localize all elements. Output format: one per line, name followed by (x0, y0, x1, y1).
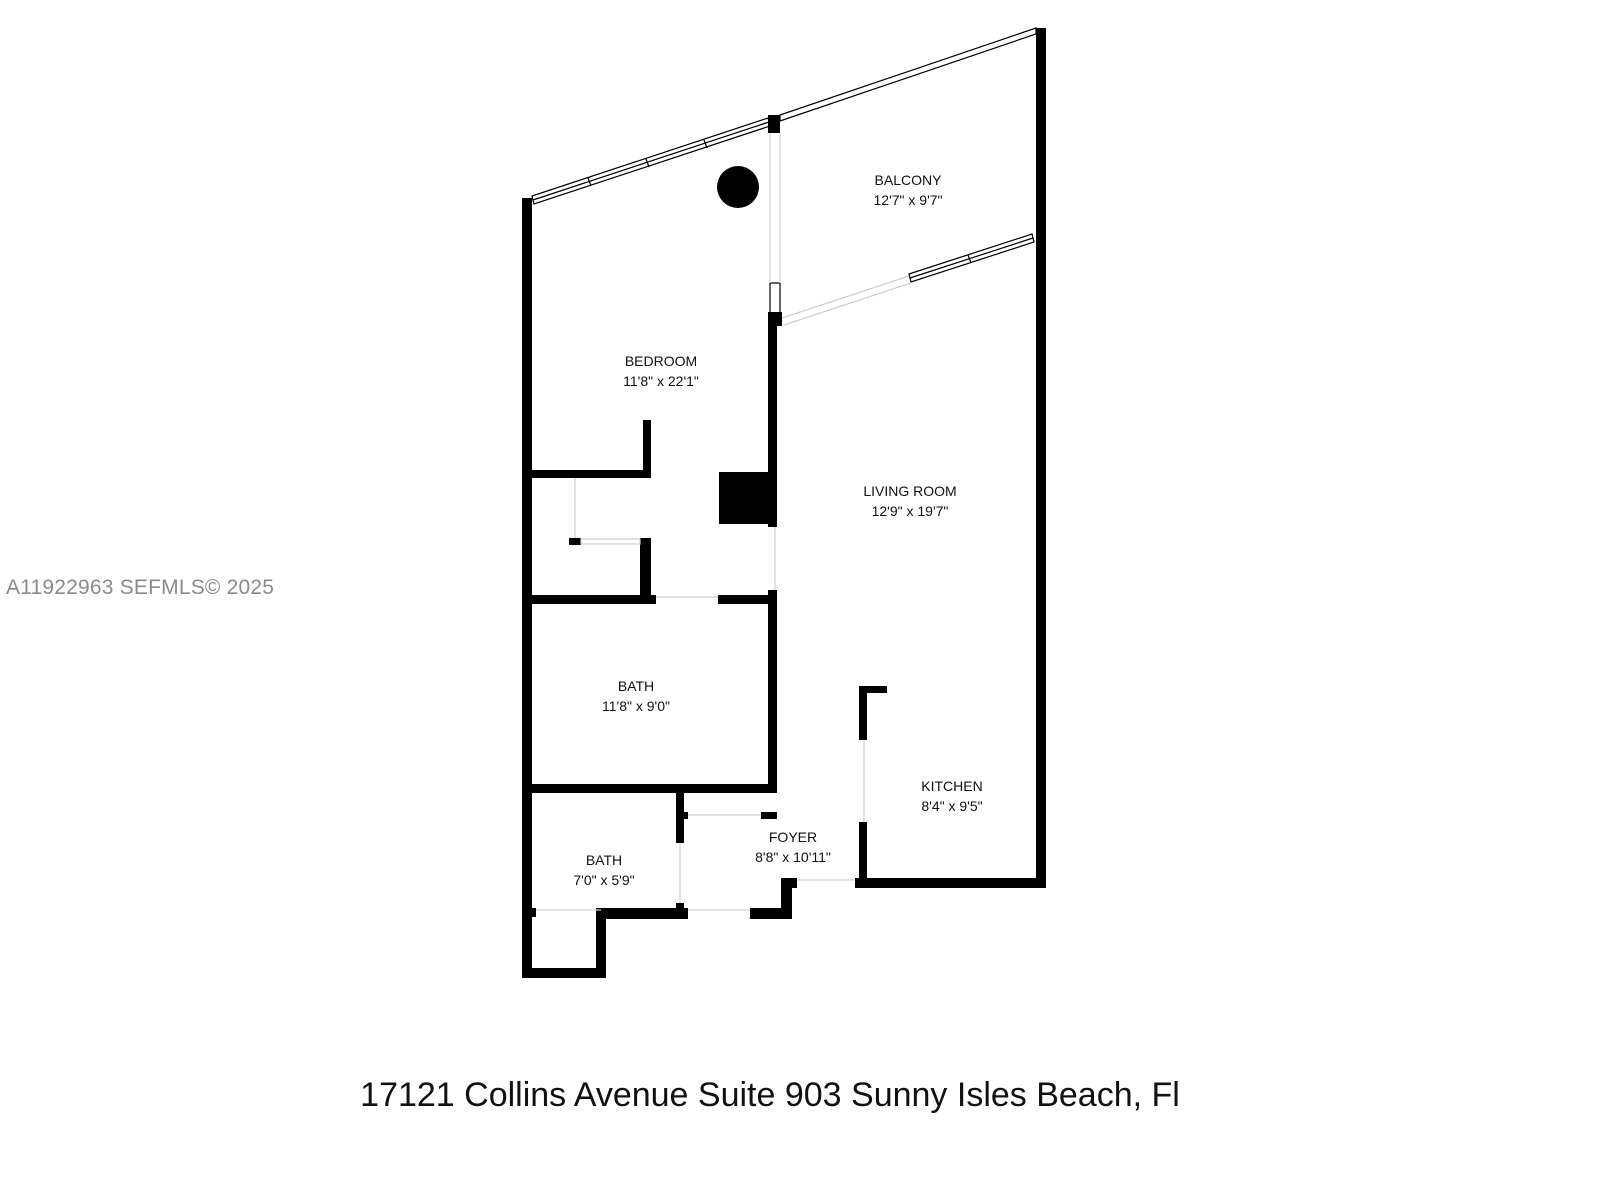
room-dimensions: 11'8" x 9'0" (602, 698, 670, 714)
room-label-kitchen: KITCHEN 8'4" x 9'5" (921, 776, 982, 816)
room-name: FOYER (768, 829, 818, 845)
room-name: BALCONY (874, 172, 942, 188)
openings (536, 133, 912, 911)
mls-watermark: A11922963 SEFMLS© 2025 (6, 576, 275, 599)
room-label-balcony: BALCONY 12'7" x 9'7" (874, 170, 943, 210)
room-dimensions: 11'8" x 22'1" (623, 373, 699, 389)
room-label-bath-small: BATH 7'0" x 5'9" (573, 850, 634, 890)
room-dimensions: 8'8" x 10'11" (755, 849, 831, 865)
room-name: BEDROOM (624, 353, 698, 369)
walls (522, 28, 1046, 978)
room-name: KITCHEN (921, 778, 983, 794)
room-label-foyer: FOYER 8'8" x 10'11" (755, 827, 831, 867)
room-name: BATH (585, 852, 623, 868)
room-name: BATH (617, 678, 655, 694)
room-dimensions: 8'4" x 9'5" (921, 798, 983, 814)
windows (531, 27, 1037, 314)
room-dimensions: 12'9" x 19'7" (871, 503, 949, 519)
room-name: LIVING ROOM (863, 483, 957, 499)
room-dimensions: 7'0" x 5'9" (573, 872, 635, 888)
room-label-bath-main: BATH 11'8" x 9'0" (602, 676, 670, 716)
room-label-living-room: LIVING ROOM 12'9" x 19'7" (863, 481, 956, 521)
address-caption: 17121 Collins Avenue Suite 903 Sunny Isl… (360, 1076, 1180, 1114)
room-label-bedroom: BEDROOM 11'8" x 22'1" (623, 351, 699, 391)
room-dimensions: 12'7" x 9'7" (873, 192, 943, 208)
